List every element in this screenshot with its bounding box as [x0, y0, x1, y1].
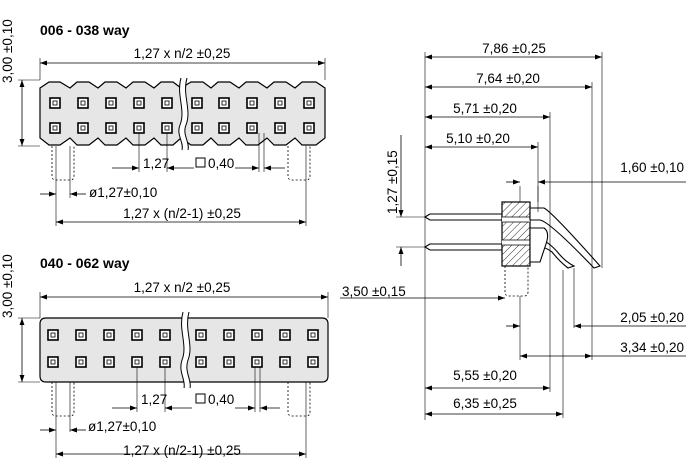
square-symbol-icon [195, 157, 206, 168]
dim-7-86: 7,86 ±0,25 [482, 41, 546, 56]
contact-hole [218, 122, 230, 134]
pin-span-dim-2: 1,27 x (n/2-1) ±0,25 [123, 443, 241, 458]
pin-span-dim-1: 1,27 x (n/2-1) ±0,25 [123, 206, 241, 221]
contact-hole [303, 97, 315, 109]
length-dim-2: 1,27 x n/2 ±0,25 [134, 280, 231, 295]
contact-hole [75, 356, 87, 368]
hole-grid-2 [47, 329, 319, 368]
dim-3-34: 3,34 ±0,20 [620, 340, 684, 355]
top-view-006-038: 006 - 038 way 3,00 ±0,10 1,27 x n/2 ±0,2… [0, 19, 326, 226]
contact-hole [191, 122, 203, 134]
dim-6-35: 6,35 ±0,25 [453, 396, 517, 411]
contact-hole [49, 97, 61, 109]
height-dim-2: 3,00 ±0,10 [0, 254, 15, 318]
contact-hole [105, 122, 117, 134]
contact-hole [47, 329, 59, 341]
side-view: 7,86 ±0,25 7,64 ±0,20 5,71 ±0,20 5,10 ±0… [340, 41, 686, 420]
contact-hole [131, 329, 143, 341]
contact-hole [279, 329, 291, 341]
contact-hole [195, 329, 207, 341]
contact-hole [161, 122, 173, 134]
body-step [529, 227, 549, 263]
dim-5-55: 5,55 ±0,20 [453, 368, 517, 383]
length-dim-1: 1,27 x n/2 ±0,25 [134, 46, 231, 61]
pitch-dim-1: 1,27 [143, 156, 169, 171]
contact-hole [223, 329, 235, 341]
dim-3-50: 3,50 ±0,15 [342, 284, 406, 299]
contact-hole [279, 356, 291, 368]
dim-2-05: 2,05 ±0,20 [620, 310, 684, 325]
contact-hole [159, 356, 171, 368]
top-view-040-062: 040 - 062 way 3,00 ±0,10 1,27 x n/2 ±0,2… [0, 254, 329, 458]
pin-upper [423, 213, 503, 221]
contact-hole [133, 122, 145, 134]
pin-square-dim-1: 0,40 [208, 156, 234, 171]
view-title-1: 006 - 038 way [40, 22, 130, 38]
contact-hole [77, 122, 89, 134]
contact-hole [77, 97, 89, 109]
dim-1-27-vert: 1,27 ±0,15 [385, 150, 400, 214]
contact-hole [49, 122, 61, 134]
pin-lower [423, 243, 503, 251]
contact-hole [75, 329, 87, 341]
view-title-2: 040 - 062 way [40, 255, 130, 271]
contact-hole [161, 97, 173, 109]
hole-grid-1 [49, 97, 315, 134]
contact-hole [274, 122, 286, 134]
hole-dia-dim-1: ø1,27±0,10 [89, 185, 157, 200]
square-symbol-icon [195, 393, 206, 404]
contact-upper-bent [529, 207, 601, 269]
contact-hole [307, 356, 319, 368]
contact-hole [131, 356, 143, 368]
dim-5-10: 5,10 ±0,20 [446, 131, 510, 146]
contact-hole [191, 97, 203, 109]
contact-hole [274, 97, 286, 109]
dim-1-60: 1,60 ±0,10 [620, 160, 684, 175]
contact-hole [246, 122, 258, 134]
contact-hole [251, 329, 263, 341]
contact-hole [103, 356, 115, 368]
contact-hole [103, 329, 115, 341]
contact-hole [223, 356, 235, 368]
pitch-dim-2: 1,27 [141, 392, 167, 407]
dim-5-71: 5,71 ±0,20 [453, 101, 517, 116]
contact-hole [218, 97, 230, 109]
contact-hole [246, 97, 258, 109]
contact-hole [195, 356, 207, 368]
contact-hole [159, 329, 171, 341]
dim-7-64: 7,64 ±0,20 [476, 71, 540, 86]
contact-hole [303, 122, 315, 134]
hole-dia-dim-2: ø1,27±0,10 [88, 419, 156, 434]
pin-square-dim-2: 0,40 [208, 392, 234, 407]
contact-hole [105, 97, 117, 109]
contact-hole [47, 356, 59, 368]
side-body-section [501, 201, 531, 267]
contact-hole [251, 356, 263, 368]
contact-hole [307, 329, 319, 341]
height-dim-1: 3,00 ±0,10 [0, 19, 15, 83]
contact-hole [133, 97, 145, 109]
